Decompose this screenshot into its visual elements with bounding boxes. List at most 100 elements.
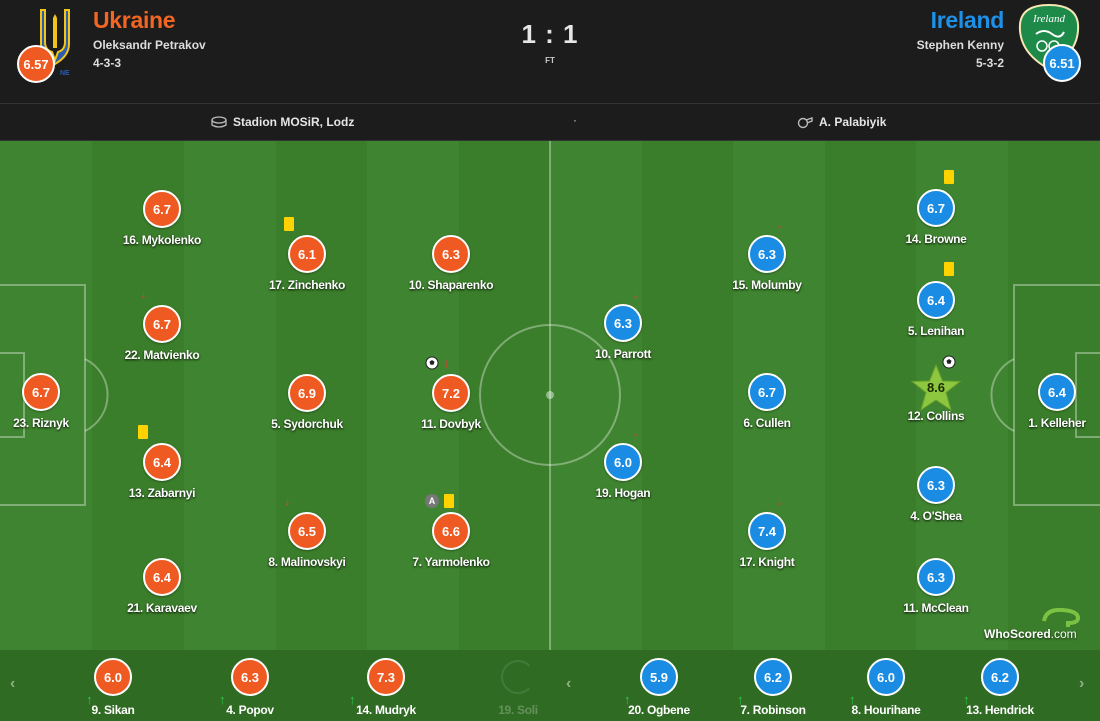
player-rating: 6.7 [22, 373, 60, 411]
player-rating: 6.3 [917, 558, 955, 596]
yellow-card-icon [944, 170, 954, 184]
player-cullen[interactable]: 6.7 6. Cullen [707, 373, 827, 430]
player-rating: 6.7 [917, 189, 955, 227]
svg-text:Ireland: Ireland [1032, 13, 1065, 25]
player-name: 21. Karavaev [127, 601, 197, 615]
player-rating: 7.4 [748, 512, 786, 550]
sub-off-arrow-icon: ↓ [632, 424, 639, 439]
sub-on-arrow-icon: ↑ [737, 692, 744, 707]
sub-off-arrow-icon: ↓ [632, 286, 639, 301]
sub-off-arrow-icon: ↓ [284, 493, 291, 508]
player-sydorchuk[interactable]: 6.9 5. Sydorchuk [247, 374, 367, 431]
home-subs-prev-button[interactable]: ‹ [10, 675, 16, 692]
player-dovbyk[interactable]: 7.2 11. Dovbyk [391, 374, 511, 431]
sub-on-arrow-icon: ↑ [219, 692, 226, 707]
player-rating: 7.2 [432, 374, 470, 412]
sub-rating: 6.2 [754, 658, 792, 696]
player-name: 17. Knight [739, 555, 795, 569]
match-info-bar: Stadion MOSiR, Lodz · A. Palabiyik [0, 104, 1100, 141]
watermark-suffix: .com [1050, 627, 1077, 641]
sub-soli[interactable]: 19. Soli [463, 658, 573, 717]
player-matvienko[interactable]: 6.7 22. Matvienko [102, 305, 222, 362]
assist-icon: A [425, 494, 439, 508]
sub-mudryk[interactable]: ↑ 7.3 14. Mudryk [331, 658, 441, 717]
home-team-name[interactable]: Ukraine [93, 7, 176, 33]
player-oshea[interactable]: 6.3 4. O'Shea [876, 466, 996, 523]
player-rating: 6.3 [917, 466, 955, 504]
player-karavaev[interactable]: 6.4 21. Karavaev [102, 558, 222, 615]
player-name: 11. Dovbyk [421, 417, 481, 431]
whoscored-logo-icon [1042, 607, 1081, 627]
sub-rating: 6.2 [981, 658, 1019, 696]
player-rating: 6.5 [288, 512, 326, 550]
player-name: 10. Shaparenko [408, 278, 494, 292]
sub-hendrick[interactable]: ↑ 6.2 13. Hendrick [945, 658, 1055, 717]
info-separator: · [573, 113, 577, 127]
sub-name: 9. Sikan [91, 703, 135, 717]
yellow-card-icon [444, 494, 454, 508]
sub-name: 20. Ogbene [628, 703, 690, 717]
sub-popov[interactable]: ↑ 6.3 4. Popov [195, 658, 305, 717]
player-name: 16. Mykolenko [122, 233, 202, 247]
player-rating: 6.4 [143, 558, 181, 596]
sub-ogbene[interactable]: ↑ 5.9 20. Ogbene [604, 658, 714, 717]
sub-off-arrow-icon: ↓ [776, 216, 783, 231]
sub-rating: 5.9 [640, 658, 678, 696]
whistle-icon [797, 117, 813, 129]
sub-robinson[interactable]: ↑ 6.2 7. Robinson [718, 658, 828, 717]
player-kelleher[interactable]: 6.4 1. Kelleher [997, 373, 1100, 430]
home-manager: Oleksandr Petrakov [93, 38, 206, 52]
player-mcclean[interactable]: 6.3 11. McClean [876, 558, 996, 615]
player-name: 14. Browne [905, 232, 967, 246]
player-hogan[interactable]: 6.0 19. Hogan [563, 443, 683, 500]
player-mykolenko[interactable]: 6.7 16. Mykolenko [102, 190, 222, 247]
venue-label: Stadion MOSiR, Lodz [233, 115, 355, 129]
player-zinchenko[interactable]: 6.1 17. Zinchenko [247, 235, 367, 292]
sub-name: 4. Popov [226, 703, 274, 717]
player-yarmolenko[interactable]: 6.6 7. Yarmolenko [391, 512, 511, 569]
sub-name: 8. Hourihane [851, 703, 921, 717]
sub-sikan[interactable]: ↑ 6.0 9. Sikan [58, 658, 168, 717]
sub-rating: 7.3 [367, 658, 405, 696]
player-lenihan[interactable]: 6.4 5. Lenihan [876, 281, 996, 338]
player-rating: 6.7 [143, 190, 181, 228]
player-rating: 6.4 [143, 443, 181, 481]
sub-on-arrow-icon: ↑ [849, 692, 856, 707]
player-zabarnyi[interactable]: 6.4 13. Zabarnyi [102, 443, 222, 500]
sub-off-arrow-icon: ↓ [443, 355, 450, 370]
player-rating: 6.4 [917, 281, 955, 319]
player-molumby[interactable]: 6.3 15. Molumby [707, 235, 827, 292]
away-subs-prev-button[interactable]: ‹ [566, 675, 572, 692]
player-name: 11. McClean [903, 601, 969, 615]
player-name: 23. Riznyk [13, 416, 69, 430]
player-knight[interactable]: 7.4 17. Knight [707, 512, 827, 569]
venue: Stadion MOSiR, Lodz [211, 115, 354, 129]
stadium-icon [211, 116, 227, 128]
player-shaparenko[interactable]: 6.3 10. Shaparenko [391, 235, 511, 292]
sub-name: 13. Hendrick [966, 703, 1034, 717]
player-malinovskyi[interactable]: 6.5 8. Malinovskyi [247, 512, 367, 569]
player-rating: 6.6 [432, 512, 470, 550]
referee: A. Palabiyik [797, 115, 886, 129]
sub-hourihane[interactable]: ↑ 6.0 8. Hourihane [831, 658, 941, 717]
player-rating: 6.1 [288, 235, 326, 273]
player-browne[interactable]: 6.7 14. Browne [876, 189, 996, 246]
sub-rating: 6.0 [94, 658, 132, 696]
player-rating: 6.3 [604, 304, 642, 342]
player-rating: 6.9 [288, 374, 326, 412]
man-of-the-match-star-icon: 8.6 [909, 363, 963, 413]
player-collins[interactable]: 8.6 12. Collins [876, 363, 996, 423]
match-status: FT [545, 56, 555, 65]
player-parrott[interactable]: 6.3 10. Parrott [563, 304, 683, 361]
away-team-name[interactable]: Ireland [930, 7, 1005, 33]
away-subs-next-button[interactable]: › [1079, 675, 1085, 692]
away-formation: 5-3-2 [975, 56, 1004, 70]
player-riznyk[interactable]: 6.7 23. Riznyk [0, 373, 101, 430]
sub-off-arrow-icon: ↓ [776, 493, 783, 508]
player-name: 12. Collins [907, 409, 965, 423]
player-rating: 6.7 [748, 373, 786, 411]
player-rating: 6.0 [604, 443, 642, 481]
player-rating: 6.3 [748, 235, 786, 273]
sub-rating: 6.0 [867, 658, 905, 696]
player-rating: 6.3 [432, 235, 470, 273]
